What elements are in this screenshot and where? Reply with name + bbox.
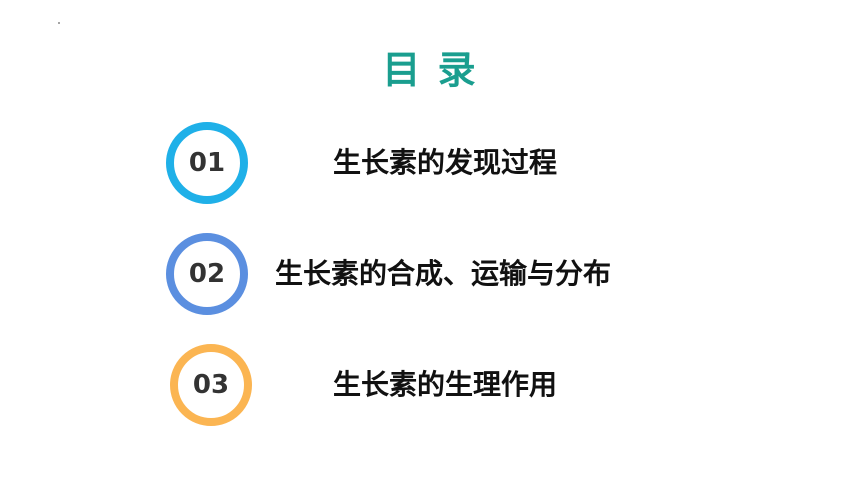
toc-number-badge-3: 03: [170, 344, 252, 426]
toc-item-1[interactable]: 01 生长素的发现过程: [0, 118, 860, 208]
toc-number-3: 03: [192, 370, 230, 400]
toc-item-2[interactable]: 02 生长素的合成、运输与分布: [0, 229, 860, 319]
toc-label-3: 生长素的生理作用: [333, 368, 558, 401]
toc-number-1: 01: [188, 148, 226, 178]
toc-number-badge-2: 02: [166, 233, 248, 315]
toc-number-2: 02: [188, 259, 226, 289]
decorative-dot: [58, 22, 60, 24]
toc-label-1: 生长素的发现过程: [333, 146, 558, 179]
toc-number-badge-1: 01: [166, 122, 248, 204]
page-title: 目 录: [382, 48, 478, 92]
toc-label-2: 生长素的合成、运输与分布: [275, 257, 612, 290]
toc-item-3[interactable]: 03 生长素的生理作用: [0, 340, 860, 430]
